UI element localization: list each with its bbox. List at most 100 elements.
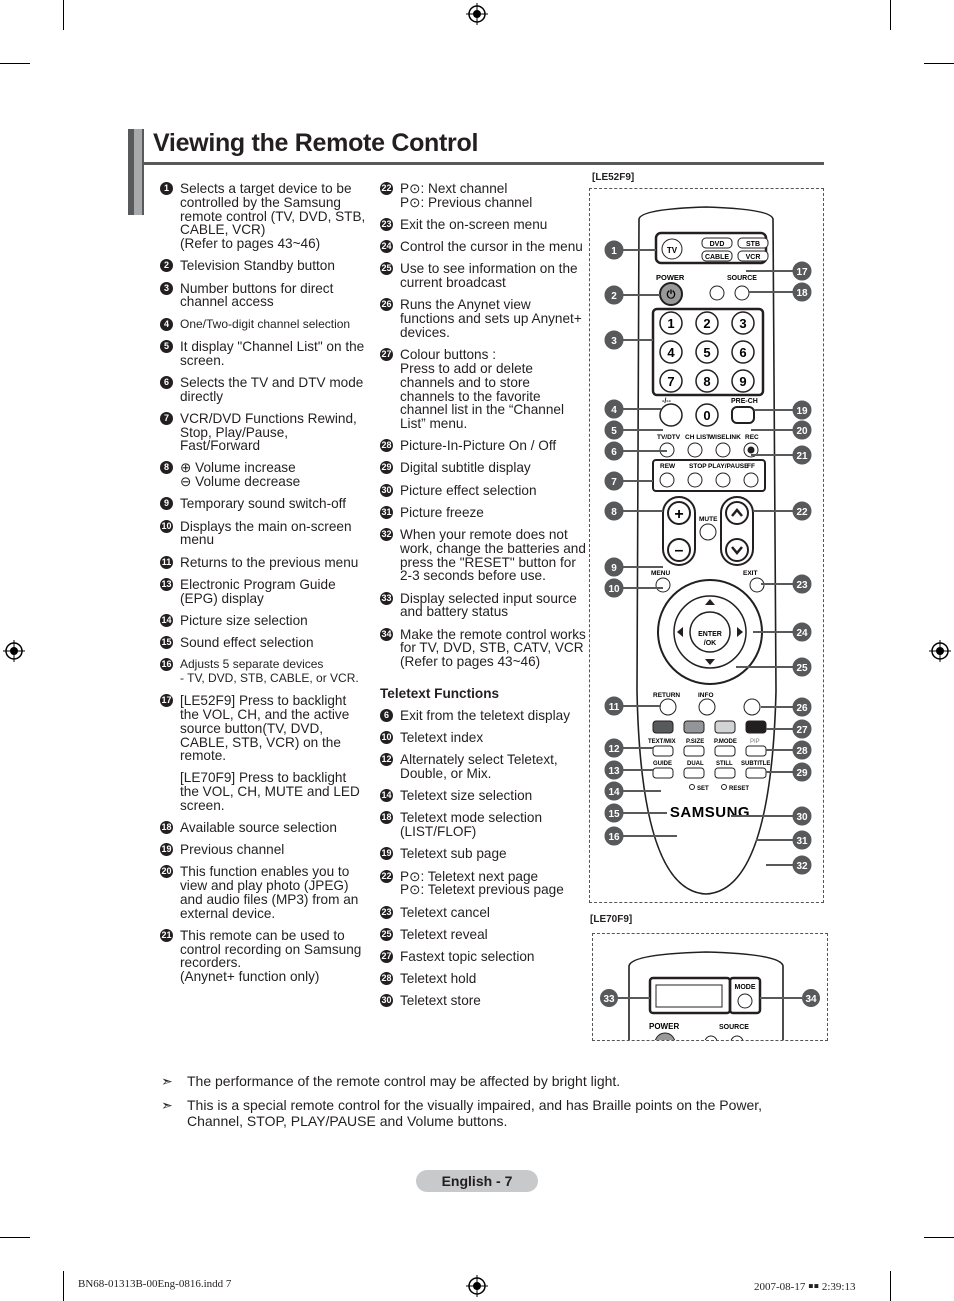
callout-30 <box>792 806 812 826</box>
item-text: This function enables you to view and pl… <box>180 864 359 921</box>
guide-button[interactable] <box>652 767 674 779</box>
wiselink-button[interactable] <box>715 442 731 458</box>
mode-button[interactable] <box>737 993 753 1009</box>
svg-text:2: 2 <box>611 291 617 302</box>
digit-1-button[interactable] <box>659 311 683 335</box>
number-bullet: 27 <box>380 949 393 963</box>
number-bullet: 33 <box>380 591 393 605</box>
stop-button[interactable] <box>687 472 703 488</box>
pmode-button[interactable] <box>714 745 736 757</box>
callout-21 <box>792 445 812 465</box>
svg-text:12: 12 <box>608 744 620 755</box>
dash-button[interactable] <box>659 403 683 427</box>
pip-button[interactable] <box>745 745 767 757</box>
light-button[interactable] <box>709 285 725 301</box>
crop-mark <box>890 1271 891 1301</box>
svg-text:8: 8 <box>703 374 710 389</box>
number-bullet: 6 <box>160 375 173 389</box>
digit-7-button[interactable] <box>659 369 683 393</box>
yellow-button[interactable] <box>714 720 736 734</box>
rew-button[interactable] <box>659 472 675 488</box>
digit-6-button[interactable] <box>731 340 755 364</box>
callout-24 <box>792 622 812 642</box>
svg-text:5: 5 <box>611 426 617 437</box>
item-text: Display selected input source and batter… <box>400 590 577 620</box>
svg-text:6: 6 <box>611 447 617 458</box>
svg-text:30: 30 <box>796 812 808 823</box>
svg-text:GUIDE: GUIDE <box>653 761 672 767</box>
svg-text:23: 23 <box>796 580 808 591</box>
item-text: P⊙: Next channel <box>400 181 508 196</box>
svg-text:7: 7 <box>611 477 617 488</box>
info-button[interactable] <box>698 698 716 716</box>
callout-6 <box>604 441 624 461</box>
cable-button[interactable]: CABLE <box>705 254 729 261</box>
callout-32 <box>792 855 812 875</box>
source-button[interactable] <box>734 285 750 301</box>
psize-button[interactable] <box>683 745 705 757</box>
return-button[interactable] <box>659 698 677 716</box>
number-bullet: 4 <box>160 317 173 331</box>
number-bullet: 5 <box>160 339 173 353</box>
digit-3-button[interactable] <box>731 311 755 335</box>
blue-button[interactable] <box>745 720 767 734</box>
list-item: 33 Display selected input source and batt… <box>380 590 588 620</box>
crop-mark <box>63 1271 64 1301</box>
green-button[interactable] <box>683 720 705 734</box>
playpause-button[interactable] <box>715 472 731 488</box>
model-label-le70: [LE70F9] <box>590 914 633 925</box>
menu-button[interactable] <box>655 577 671 593</box>
mute-button[interactable] <box>699 523 717 541</box>
dvd-button[interactable]: DVD <box>710 241 725 248</box>
item-text: Television Standby button <box>180 258 335 274</box>
dual-button[interactable] <box>683 767 705 779</box>
subtitle-button[interactable] <box>745 767 767 779</box>
note-1: ➣ The performance of the remote control … <box>161 1073 621 1089</box>
number-bullet: 19 <box>380 847 393 861</box>
anynet-button[interactable] <box>743 698 761 716</box>
chlist-button[interactable] <box>687 442 703 458</box>
number-bullet: 30 <box>380 994 393 1008</box>
svg-text:17: 17 <box>796 267 808 278</box>
samsung-logo: SAMSUNG <box>670 804 750 821</box>
registration-mark-icon <box>929 640 951 662</box>
number-bullet: 18 <box>380 811 393 825</box>
digit-9-button[interactable] <box>731 369 755 393</box>
crop-mark <box>0 1237 30 1238</box>
still-button[interactable] <box>714 767 736 779</box>
callout-31 <box>792 830 812 850</box>
digit-2-button[interactable] <box>695 311 719 335</box>
item-text: P⊙: Teletext next page <box>400 868 539 884</box>
enter-button[interactable] <box>689 611 731 653</box>
vcr-button[interactable]: VCR <box>746 254 761 261</box>
svg-text:29: 29 <box>796 768 808 779</box>
textmix-button[interactable] <box>652 745 674 757</box>
digit-4-button[interactable] <box>659 340 683 364</box>
svg-text:24: 24 <box>796 628 808 639</box>
tv-button[interactable]: TV <box>667 246 678 255</box>
callout-23 <box>792 574 812 594</box>
item-text: Teletext cancel <box>400 904 490 920</box>
item-text: Teletext index <box>400 729 484 745</box>
digit-5-button[interactable] <box>695 340 719 364</box>
model-label-le52: [LE52F9] <box>592 172 635 183</box>
digit-8-button[interactable] <box>695 369 719 393</box>
svg-text:1: 1 <box>611 246 617 257</box>
prech-button[interactable] <box>731 406 755 424</box>
item-text: Picture freeze <box>400 504 484 520</box>
callout-5 <box>604 420 624 440</box>
stb-button[interactable]: STB <box>746 241 760 248</box>
digit-0-button[interactable] <box>695 403 719 427</box>
svg-text:RETURN: RETURN <box>653 692 680 699</box>
ff-button[interactable] <box>743 472 759 488</box>
red-button[interactable] <box>652 720 674 734</box>
